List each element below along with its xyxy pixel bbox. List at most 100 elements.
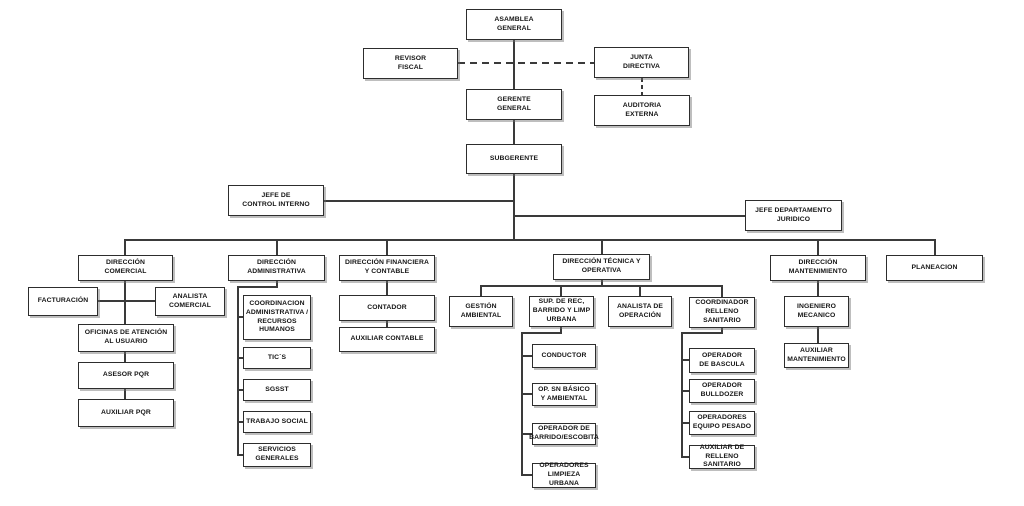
org-node-junta-directiva: JUNTA DIRECTIVA xyxy=(594,47,689,78)
connector-line xyxy=(521,332,523,475)
org-node-sgsst: SGSST xyxy=(243,379,311,401)
org-node-label: DIRECCIÓN FINANCIERA Y CONTABLE xyxy=(345,259,429,275)
connector-line xyxy=(124,239,936,241)
org-node-jefe-control-interno: JEFE DE CONTROL INTERNO xyxy=(228,185,324,216)
connector-line xyxy=(324,200,514,202)
connector-line xyxy=(601,280,603,287)
connector-line xyxy=(521,433,532,435)
org-node-label: COORDINADOR RELLENO SANITARIO xyxy=(695,299,749,324)
org-node-label: JUNTA DIRECTIVA xyxy=(622,53,661,70)
org-node-operadores-limpieza-urbana: OPERADORES LIMPIEZA URBANA xyxy=(532,462,596,488)
org-node-auditoria-externa: AUDITORIA EXTERNA xyxy=(594,95,690,126)
connector-line xyxy=(386,321,388,327)
org-node-label: AUXILIAR PQR xyxy=(101,408,151,416)
connector-line xyxy=(98,300,155,302)
connector-line xyxy=(681,390,689,392)
connector-line xyxy=(721,328,723,334)
connector-line xyxy=(521,355,532,357)
connector-line xyxy=(521,393,532,395)
connector-line xyxy=(237,316,243,318)
org-node-label: DIRECCIÓN MANTENIMIENTO xyxy=(788,259,848,275)
org-node-tics: TIC´S xyxy=(243,347,311,369)
org-node-label: OFICINAS DE ATENCIÓN AL USUARIO xyxy=(84,329,168,345)
connector-line xyxy=(386,281,388,295)
org-node-auxiliar-relleno-sanitario: AUXILIAR DE RELLENO SANITARIO xyxy=(689,444,755,469)
org-node-operadores-equipo-pesado: OPERADORES EQUIPO PESADO xyxy=(689,411,755,435)
org-node-direccion-tecnica-operativa: DIRECCIÓN TÉCNICA Y OPERATIVA xyxy=(553,254,650,280)
org-node-facturacion: FACTURACIÓN xyxy=(28,287,98,316)
org-node-label: SERVICIOS GENERALES xyxy=(255,446,299,462)
org-node-label: SUBGERENTE xyxy=(489,154,539,162)
org-node-label: OPERADOR DE BARRIDO/ESCOBITA xyxy=(529,425,599,441)
connector-line xyxy=(934,240,936,255)
org-node-label: GESTIÓN AMBIENTAL xyxy=(460,302,502,319)
connector-line xyxy=(681,359,689,361)
org-node-direccion-comercial: DIRECCIÓN COMERCIAL xyxy=(78,255,173,281)
connector-line xyxy=(513,174,515,241)
org-node-label: SUP. DE REC, BARRIDO Y LIMP URBANA xyxy=(532,298,591,323)
connector-line xyxy=(681,332,683,458)
connector-line-dashed xyxy=(458,62,594,64)
org-node-label: REVISOR FISCAL xyxy=(394,54,427,71)
org-node-label: ANALISTA COMERCIAL xyxy=(168,292,212,309)
org-node-gerente-general: GERENTE GENERAL xyxy=(466,89,562,120)
org-node-label: DIRECCIÓN ADMINISTRATIVA xyxy=(247,259,306,275)
connector-line xyxy=(276,281,278,288)
org-node-op-sn-basico-ambiental: OP. SN BÁSICO Y AMBIENTAL xyxy=(532,383,596,406)
org-node-label: CONDUCTOR xyxy=(541,351,587,359)
org-node-label: DIRECCIÓN COMERCIAL xyxy=(104,259,147,275)
org-node-ingeniero-mecanico: INGENIERO MECANICO xyxy=(784,296,849,327)
connector-line xyxy=(276,240,278,255)
org-node-revisor-fiscal: REVISOR FISCAL xyxy=(363,48,458,79)
org-node-auxiliar-mantenimiento: AUXILIAR MANTENIMIENTO xyxy=(784,343,849,368)
org-node-subgerente: SUBGERENTE xyxy=(466,144,562,174)
connector-line xyxy=(601,240,603,254)
connector-line xyxy=(513,40,515,89)
org-node-label: GERENTE GENERAL xyxy=(497,95,531,112)
org-node-direccion-financiera-contable: DIRECCIÓN FINANCIERA Y CONTABLE xyxy=(339,255,435,281)
org-node-label: OPERADOR BULLDOZER xyxy=(700,382,744,398)
org-node-asamblea-general: ASAMBLEA GENERAL xyxy=(466,9,562,40)
connector-line xyxy=(817,281,819,296)
org-node-coordinacion-administrativa-rrhh: COORDINACION ADMINISTRATIVA / RECURSOS H… xyxy=(243,295,311,340)
connector-line xyxy=(237,421,243,423)
org-node-direccion-administrativa: DIRECCIÓN ADMINISTRATIVA xyxy=(228,255,325,281)
org-node-coordinador-relleno-sanitario: COORDINADOR RELLENO SANITARIO xyxy=(689,297,755,328)
connector-line xyxy=(480,285,723,287)
org-node-label: AUDITORIA EXTERNA xyxy=(622,101,662,118)
connector-line xyxy=(237,286,239,455)
connector-line xyxy=(521,332,562,334)
org-node-label: ASESOR PQR xyxy=(102,371,150,379)
org-node-jefe-departamento-juridico: JEFE DEPARTAMENTO JURIDICO xyxy=(745,200,842,231)
org-node-label: DIRECCIÓN TÉCNICA Y OPERATIVA xyxy=(562,258,641,274)
connector-line xyxy=(237,389,243,391)
connector-line-dashed xyxy=(641,78,643,95)
org-node-gestion-ambiental: GESTIÓN AMBIENTAL xyxy=(449,296,513,327)
org-node-contador: CONTADOR xyxy=(339,295,435,321)
org-node-trabajo-social: TRABAJO SOCIAL xyxy=(243,411,311,433)
org-node-label: OPERADORES LIMPIEZA URBANA xyxy=(539,462,589,487)
connector-line xyxy=(124,389,126,399)
connector-line xyxy=(237,357,243,359)
org-node-sup-rec-barrido-limp-urbana: SUP. DE REC, BARRIDO Y LIMP URBANA xyxy=(529,296,594,327)
org-node-label: AUXILIAR MANTENIMIENTO xyxy=(787,346,846,363)
org-node-label: JEFE DE CONTROL INTERNO xyxy=(242,191,310,208)
org-node-operador-de-bascula: OPERADOR DE BASCULA xyxy=(689,348,755,373)
org-node-auxiliar-contable: AUXILIAR CONTABLE xyxy=(339,327,435,352)
org-node-label: TIC´S xyxy=(267,353,287,361)
org-node-analista-comercial: ANALISTA COMERCIAL xyxy=(155,287,225,316)
connector-line xyxy=(124,240,126,255)
connector-line xyxy=(237,454,243,456)
org-node-label: OPERADORES EQUIPO PESADO xyxy=(692,414,752,430)
org-node-oficinas-atencion-usuario: OFICINAS DE ATENCIÓN AL USUARIO xyxy=(78,324,174,352)
org-node-label: PLANEACION xyxy=(911,263,958,271)
connector-line xyxy=(639,285,641,296)
org-node-label: JEFE DEPARTAMENTO JURIDICO xyxy=(755,206,832,223)
connector-line xyxy=(124,281,126,324)
org-node-label: ASAMBLEA GENERAL xyxy=(494,15,534,32)
connector-line xyxy=(386,240,388,255)
connector-line xyxy=(721,285,723,297)
org-node-label: AUXILIAR CONTABLE xyxy=(350,335,424,343)
org-node-label: TRABAJO SOCIAL xyxy=(246,417,308,425)
